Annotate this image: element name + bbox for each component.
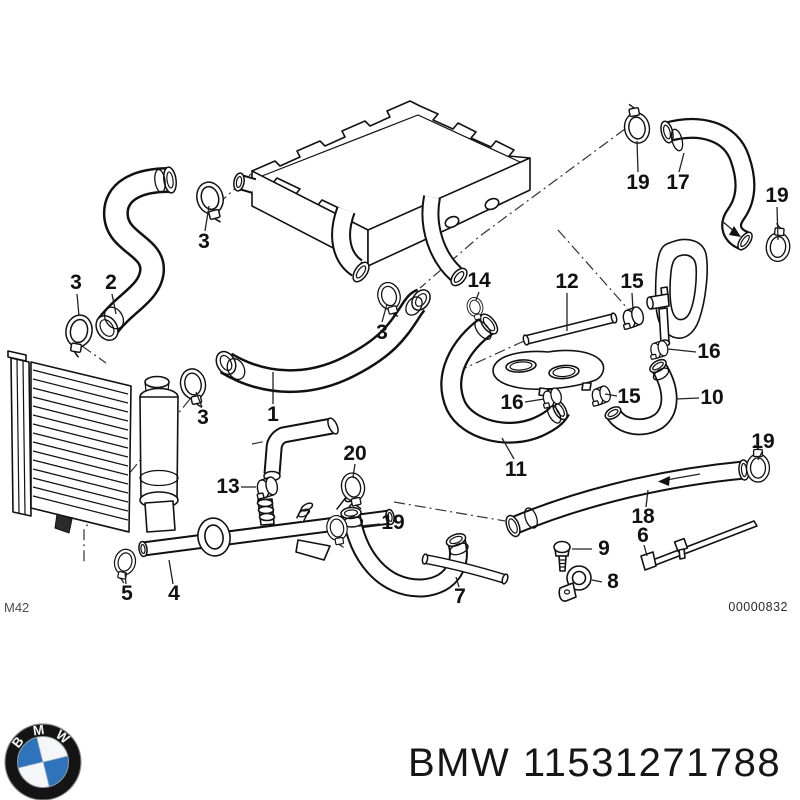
radiator [7, 350, 179, 534]
part-label-3: 3 [70, 271, 82, 294]
heater-return-hose [340, 506, 469, 598]
part-label-2: 2 [105, 271, 117, 294]
cable-tie-6 [640, 520, 758, 571]
part-label-16: 16 [697, 340, 721, 363]
bracket-plate [492, 349, 605, 397]
part-label-11: 11 [504, 458, 528, 481]
logo-quadrant-white-1 [36, 736, 68, 762]
clamp-3a [192, 178, 231, 228]
part-label-1: 1 [267, 403, 279, 426]
part-label-10: 10 [700, 386, 724, 409]
part-label-3: 3 [197, 406, 209, 429]
part-label-19: 19 [381, 511, 405, 534]
hose-11 [440, 313, 570, 444]
hose-2 [95, 166, 177, 341]
part-label-16: 16 [500, 391, 524, 414]
part-label-19: 19 [765, 184, 789, 207]
hose-7 [421, 553, 509, 585]
fitting-15b [588, 384, 613, 408]
hose-17 [660, 118, 756, 251]
part-label-3: 3 [198, 230, 210, 253]
clamp-3d [177, 365, 211, 412]
diagram-code-number: 00000832 [728, 600, 788, 614]
part-label-8: 8 [607, 570, 619, 593]
part-label-13: 13 [216, 475, 240, 498]
bmw-logo: B M W [4, 722, 82, 800]
part-label-6: 6 [637, 524, 649, 547]
diagram-code-m42: M42 [4, 600, 30, 615]
clamp-19b [764, 221, 793, 264]
part-label-19: 19 [626, 171, 650, 194]
engine-block [233, 100, 531, 287]
part-label-19: 19 [751, 430, 775, 453]
bolt-9 [553, 540, 571, 572]
clamp-19a [619, 100, 653, 146]
logo-letter-m: M [32, 722, 45, 738]
part-label-20: 20 [343, 442, 367, 465]
pipe-clamp-8 [558, 565, 592, 602]
heater-valve-bracket [646, 238, 708, 347]
hose-1 [215, 288, 431, 394]
part-label-18: 18 [631, 505, 655, 528]
hose-18 [505, 459, 750, 538]
clamp-13 [253, 475, 280, 500]
clamp-16a [647, 339, 670, 361]
part-label-5: 5 [121, 582, 133, 605]
logo-quadrant-blue-2 [43, 755, 69, 787]
part-label-4: 4 [168, 582, 180, 605]
part-label-9: 9 [598, 537, 610, 560]
pipe-12 [522, 312, 618, 346]
clamp-5 [109, 546, 139, 586]
part-label-7: 7 [454, 585, 466, 608]
part-label-15: 15 [617, 385, 641, 408]
part-label-12: 12 [555, 270, 579, 293]
logo-quadrant-white-2 [18, 762, 50, 788]
part-number-text: BMW 11531271788 [408, 741, 782, 785]
part-label-14: 14 [467, 269, 491, 292]
part-label-15: 15 [620, 270, 644, 293]
part-label-17: 17 [666, 171, 690, 194]
logo-quadrant-blue-1 [17, 737, 43, 769]
leader-lines [76, 140, 779, 588]
hose-10 [604, 358, 678, 436]
part-label-3: 3 [376, 321, 388, 344]
